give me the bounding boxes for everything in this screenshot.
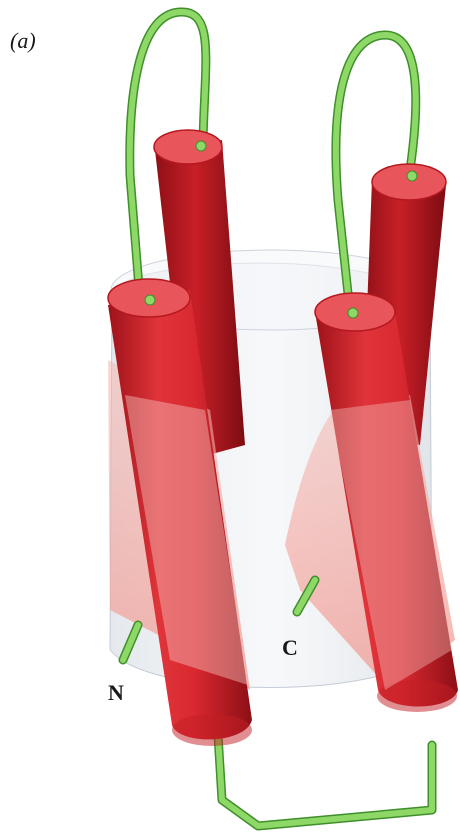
n-terminus-label: N — [108, 680, 124, 705]
c-terminus-label: C — [282, 635, 298, 660]
bottom-loop — [218, 735, 432, 826]
panel-label: (a) — [10, 28, 36, 53]
